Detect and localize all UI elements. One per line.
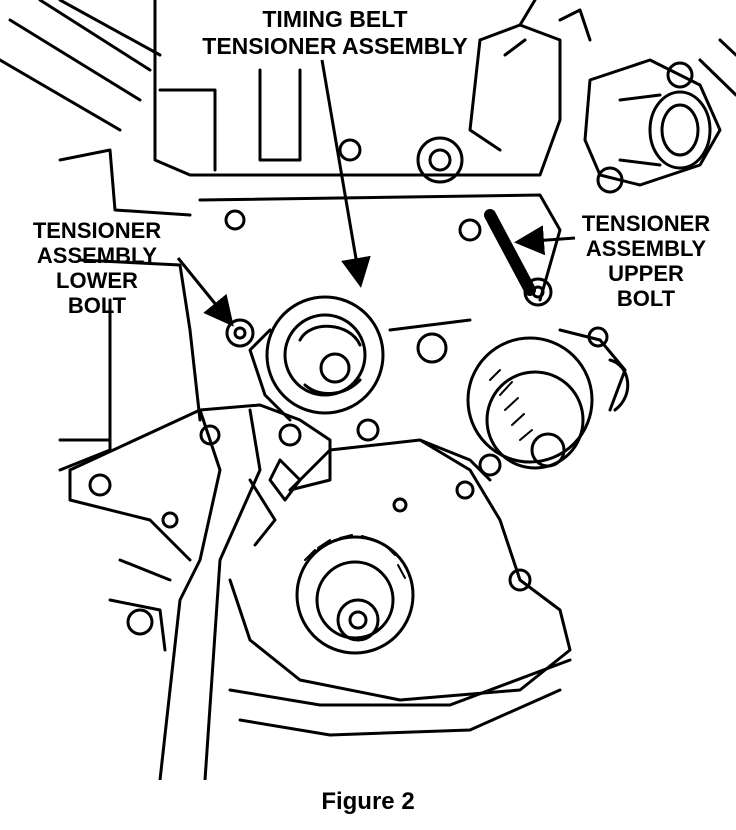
label-upper-bolt-line-3: UPPER <box>608 261 684 286</box>
label-tensioner-assembly-lower-bolt: TENSIONER ASSEMBLY LOWER BOLT <box>4 218 190 318</box>
tensioner-lower-bolt <box>225 318 255 348</box>
camshaft-sprocket <box>466 326 630 470</box>
tensioner-pulley <box>248 295 385 422</box>
engine-timing-diagram <box>0 0 736 780</box>
figure-caption: Figure 2 <box>321 788 415 815</box>
callout-arrows <box>176 59 576 327</box>
crankshaft-sprocket <box>295 534 415 655</box>
oil-pan-edge <box>108 558 572 737</box>
label-upper-bolt-line-4: BOLT <box>616 286 676 311</box>
label-lower-bolt-line-1: TENSIONER <box>32 218 162 243</box>
label-timing-belt-line-1: TIMING BELT <box>262 6 408 32</box>
label-lower-bolt-line-4: BOLT <box>67 293 127 318</box>
label-timing-belt-tensioner-assembly: TIMING BELT TENSIONER ASSEMBLY <box>160 6 510 60</box>
label-lower-bolt-line-3: LOWER <box>56 268 138 293</box>
label-lower-bolt-line-2: ASSEMBLY <box>36 243 158 268</box>
arrow-upper-bolt <box>514 225 576 256</box>
arrow-lower-bolt <box>176 257 234 327</box>
cylinder-head-block <box>153 0 562 184</box>
idler-boss <box>388 318 472 364</box>
engine-mount-bracket <box>58 403 380 780</box>
rear-timing-cover <box>58 148 562 472</box>
cylinder-head-edge-lines <box>0 0 162 132</box>
arrow-timing-belt-tensioner <box>320 59 371 288</box>
label-tensioner-assembly-upper-bolt: TENSIONER ASSEMBLY UPPER BOLT <box>560 211 732 311</box>
front-case-cover <box>228 438 572 702</box>
tensioner-upper-bolt <box>523 277 553 307</box>
label-timing-belt-line-2: TENSIONER ASSEMBLY <box>202 33 468 59</box>
water-outlet-housing <box>558 8 736 194</box>
label-upper-bolt-line-2: ASSEMBLY <box>585 236 707 261</box>
label-upper-bolt-line-1: TENSIONER <box>581 211 711 236</box>
